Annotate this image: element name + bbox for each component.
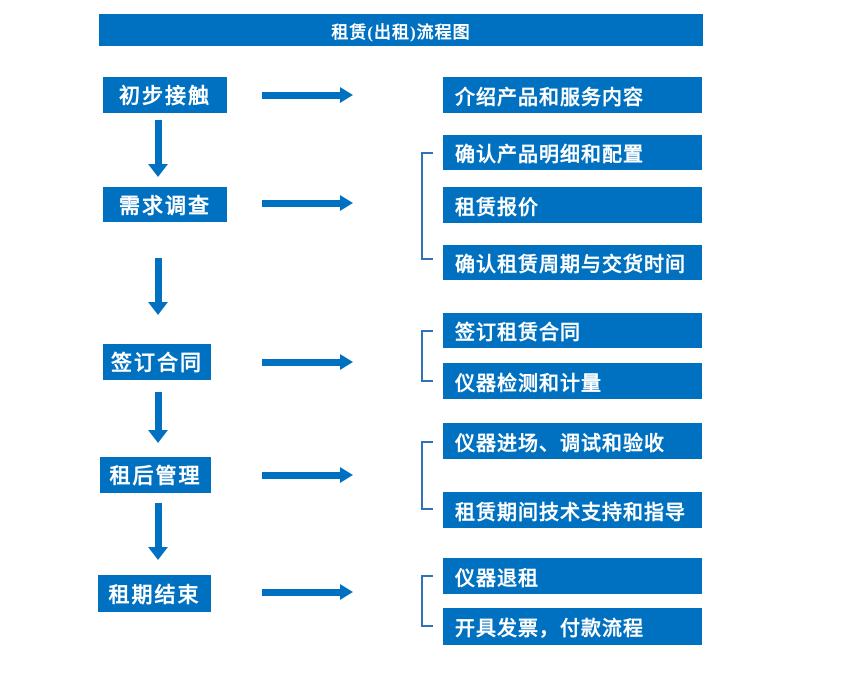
arrow-head [340, 195, 353, 211]
arrow-head [148, 302, 168, 315]
detail-label-1: 介绍产品和服务内容 [455, 86, 644, 109]
down-arrow-2 [148, 258, 168, 315]
detail-label-2: 确认产品明细和配置 [455, 144, 644, 166]
stage-box-5: 租期结束 [98, 575, 211, 612]
bracket-group-4 [421, 441, 433, 510]
arrow-shaft [262, 200, 341, 207]
stage-label-4: 租后管理 [109, 464, 202, 488]
detail-label-7: 仪器进场、调试和验收 [455, 432, 665, 455]
title-bar: 租赁(出租)流程图 [99, 14, 703, 46]
arrow-head [340, 354, 353, 370]
stage-label-2: 需求调查 [119, 193, 211, 218]
right-arrow-2 [262, 195, 353, 211]
detail-box-10: 开具发票，付款流程 [443, 608, 702, 645]
arrow-shaft [262, 589, 341, 596]
stage-box-2: 需求调查 [103, 187, 227, 222]
stage-box-4: 租后管理 [100, 457, 211, 493]
stage-label-1: 初步接触 [119, 84, 211, 108]
bracket-group-3 [421, 330, 433, 382]
bracket-group-5 [421, 575, 433, 627]
arrow-head [340, 87, 353, 103]
detail-label-4: 确认租赁周期与交货时间 [455, 254, 686, 276]
down-arrow-1 [148, 120, 168, 177]
stage-box-3: 签订合同 [103, 344, 211, 380]
arrow-shaft [155, 120, 162, 165]
detail-box-7: 仪器进场、调试和验收 [443, 423, 702, 459]
arrow-shaft [262, 92, 341, 99]
arrow-shaft [262, 359, 341, 366]
arrow-shaft [155, 503, 162, 548]
stage-label-5: 租期结束 [108, 582, 201, 607]
down-arrow-4 [148, 503, 168, 560]
detail-box-6: 仪器检测和计量 [443, 363, 702, 399]
detail-box-8: 租赁期间技术支持和指导 [443, 492, 702, 528]
stage-box-1: 初步接触 [103, 77, 227, 113]
detail-label-9: 仪器退租 [455, 567, 539, 590]
arrow-shaft [155, 392, 162, 431]
right-arrow-3 [262, 354, 353, 370]
detail-box-4: 确认租赁周期与交货时间 [443, 245, 702, 280]
right-arrow-5 [262, 584, 353, 600]
page-title: 租赁(出租)流程图 [331, 22, 471, 42]
detail-box-1: 介绍产品和服务内容 [443, 77, 702, 113]
detail-box-9: 仪器退租 [443, 558, 702, 594]
detail-label-8: 租赁期间技术支持和指导 [455, 501, 686, 524]
detail-label-3: 租赁报价 [455, 196, 539, 219]
arrow-head [340, 584, 353, 600]
bracket-group-2 [421, 152, 433, 260]
down-arrow-3 [148, 392, 168, 443]
detail-label-5: 签订租赁合同 [455, 322, 581, 344]
right-arrow-4 [262, 467, 353, 483]
arrow-head [148, 547, 168, 560]
arrow-shaft [155, 258, 162, 303]
detail-box-3: 租赁报价 [443, 187, 702, 223]
right-arrow-1 [262, 87, 353, 103]
stage-label-3: 签订合同 [111, 351, 203, 375]
detail-label-10: 开具发票，付款流程 [455, 618, 644, 640]
arrow-head [148, 430, 168, 443]
detail-box-5: 签订租赁合同 [443, 313, 702, 348]
arrow-head [340, 467, 353, 483]
detail-box-2: 确认产品明细和配置 [443, 135, 702, 170]
arrow-shaft [262, 472, 341, 479]
detail-label-6: 仪器检测和计量 [455, 372, 602, 395]
arrow-head [148, 164, 168, 177]
